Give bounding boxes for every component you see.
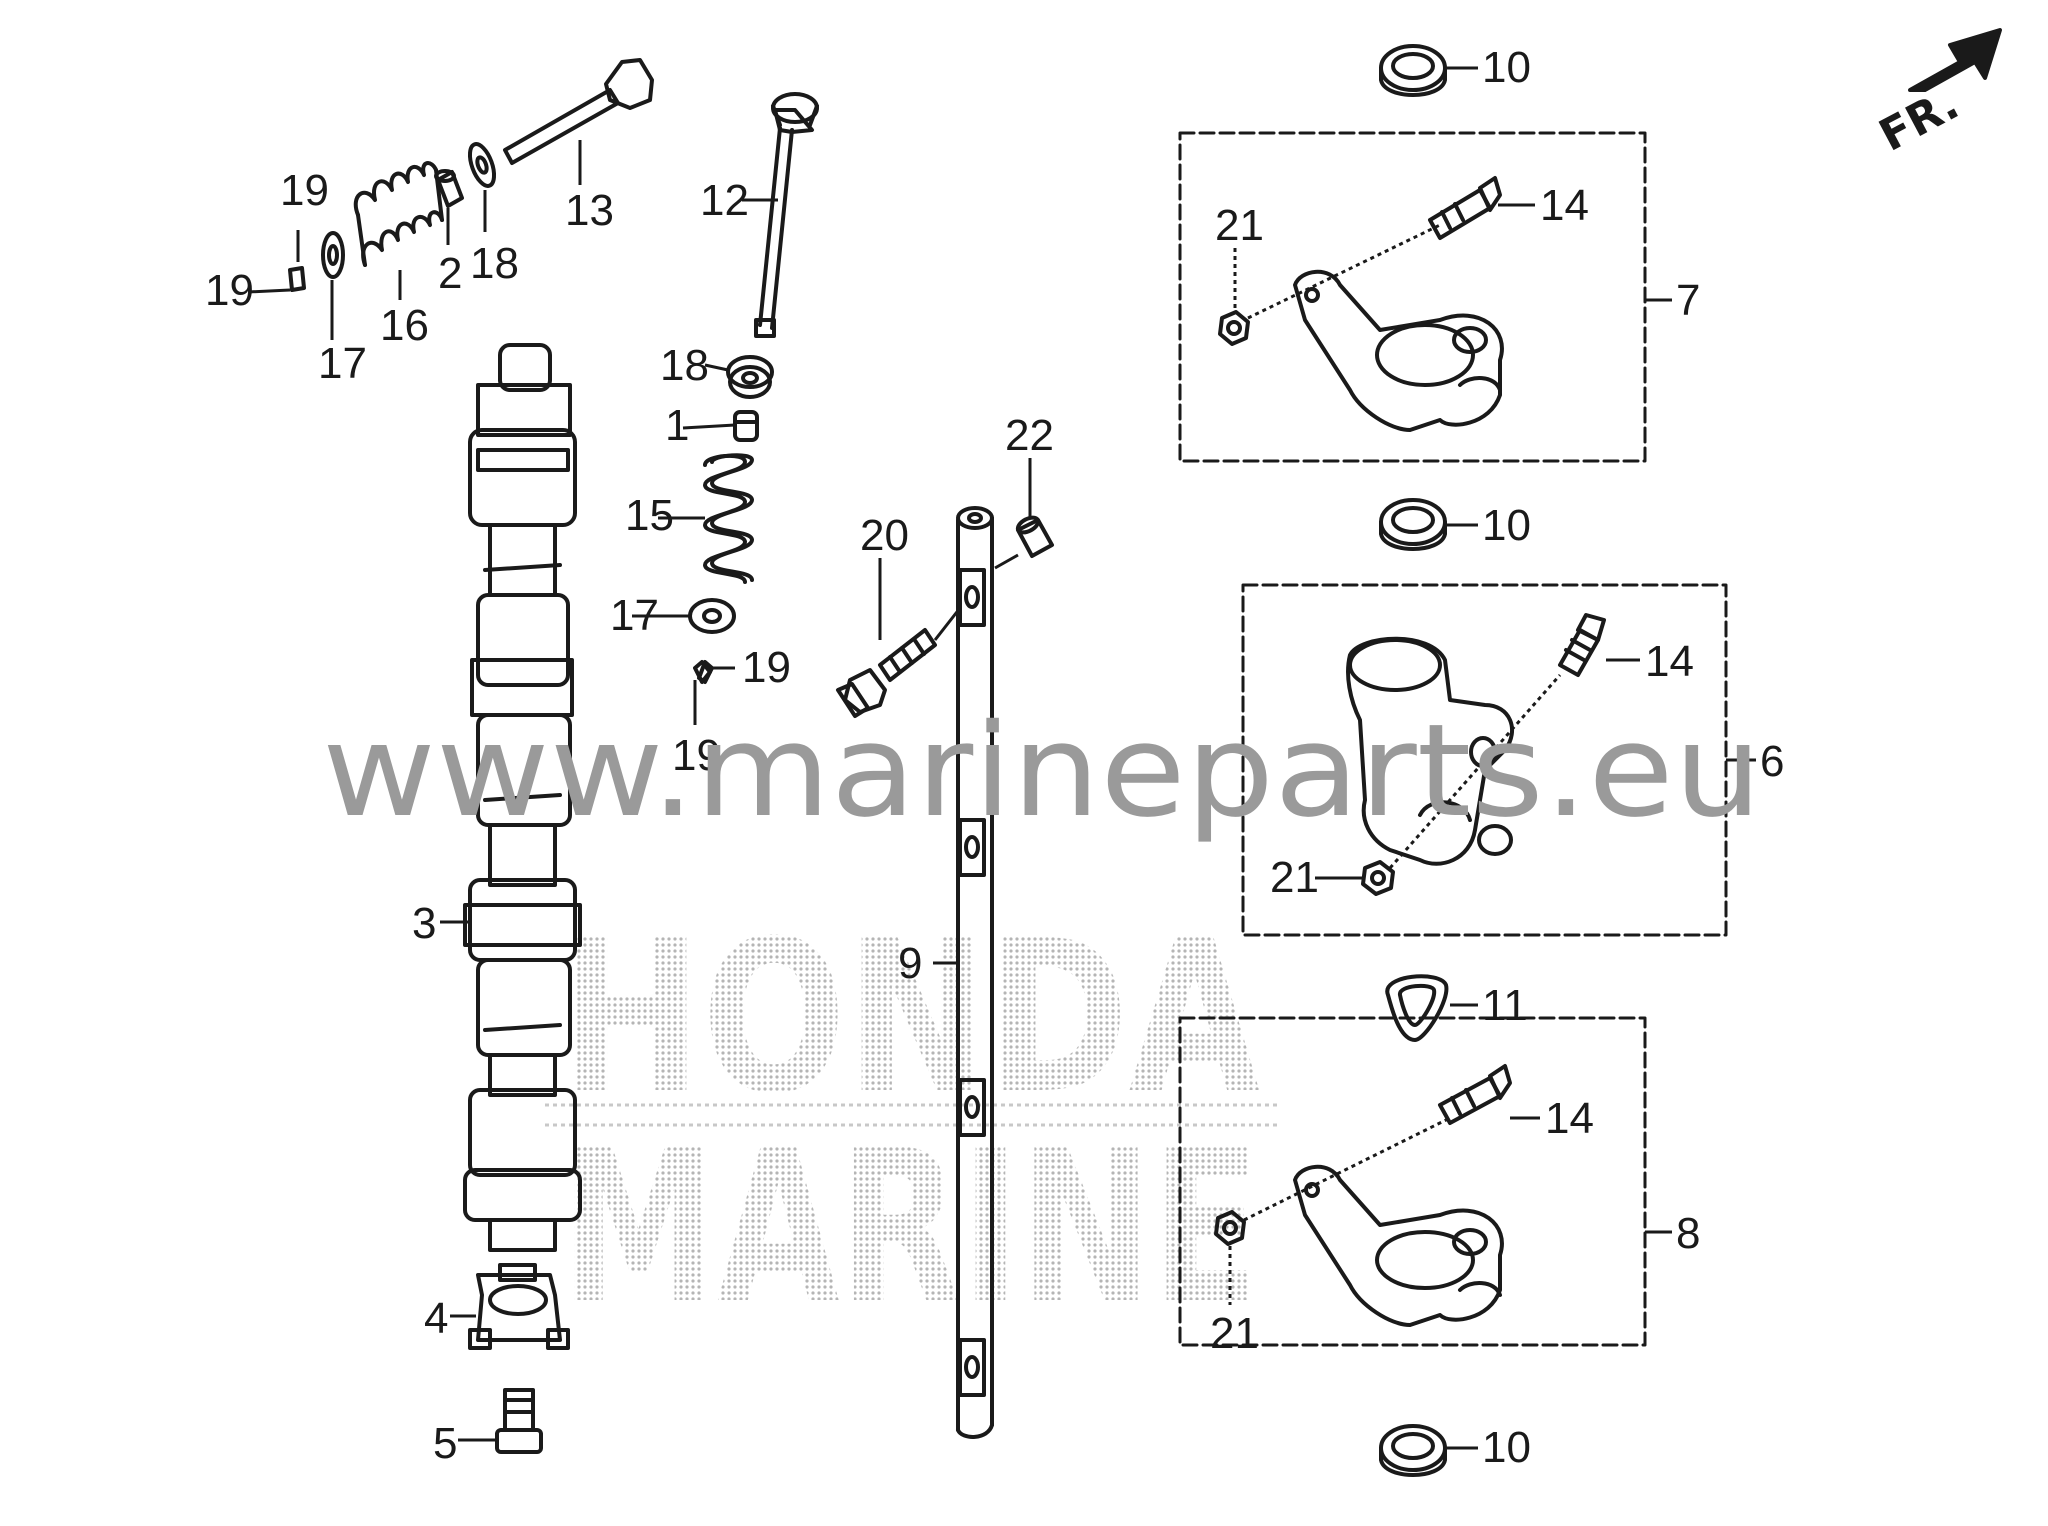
dowel-part-22 [1015,515,1054,558]
watermark-brand-line2: MARINE [560,1105,1260,1350]
bolt-part-5 [495,1388,543,1454]
valve-part-12 [754,92,819,338]
part-labels: 19 19 17 16 2 18 13 12 18 1 15 17 19 19 … [205,43,1784,1472]
label-15: 15 [625,491,674,540]
label-1: 1 [665,401,689,450]
label-14-box8: 14 [1545,1094,1594,1143]
label-7: 7 [1676,276,1700,325]
label-10-bottom: 10 [1482,1423,1531,1472]
spring-part-16 [353,161,444,267]
label-10-middle: 10 [1482,501,1531,550]
front-direction-arrow [1908,28,2002,92]
hub-part-4 [468,1263,570,1350]
front-direction-label: FR. [1871,78,1967,161]
retainer-part-18a [467,142,497,188]
label-21-box7: 21 [1215,201,1264,250]
label-3: 3 [412,899,436,948]
label-20: 20 [860,511,909,560]
seal-part-1 [733,410,759,442]
label-9: 9 [898,939,922,988]
label-6: 6 [1760,737,1784,786]
label-19-left: 19 [205,266,254,315]
label-5: 5 [433,1419,457,1468]
label-18-middle: 18 [660,341,709,390]
rocker-arm-assembly-8 [1178,1016,1647,1347]
watermark-url: www.marineparts.eu [322,697,1762,846]
label-21-box6: 21 [1270,853,1319,902]
rocker-shaft-part-9 [956,506,994,1439]
label-2: 2 [438,249,462,298]
leader-lines [247,66,1756,1450]
label-13: 13 [565,186,614,235]
label-11: 11 [1482,981,1528,1030]
oring-part-10c [1379,1424,1447,1477]
label-4: 4 [424,1294,448,1343]
label-19-below: 19 [672,731,721,780]
seal-part-11 [1385,974,1449,1042]
spring-part-15 [703,453,754,584]
cotter-part-19b [693,660,714,684]
label-19-top: 19 [280,166,329,215]
retainer-part-18b [726,355,774,399]
bolt-part-20 [836,628,937,718]
rocker-arm-assembly-6 [1241,583,1728,937]
cotter-part-19a [288,266,306,292]
label-22: 22 [1005,411,1054,460]
camshaft-part [463,343,582,1252]
label-10-top: 10 [1482,43,1531,92]
label-8: 8 [1676,1209,1700,1258]
spring-seat-17b [688,598,736,634]
label-14-box6: 14 [1645,637,1694,686]
honda-marine-watermark: HONDA MARINE [545,895,1280,1350]
label-21-box8: 21 [1210,1309,1259,1358]
rocker-arm-assembly-7 [1178,131,1647,463]
oring-part-10a [1379,44,1447,97]
label-18-upper: 18 [470,239,519,288]
label-19-right: 19 [742,643,791,692]
label-14-box7: 14 [1540,181,1589,230]
watermark-brand-line1: HONDA [560,895,1260,1140]
label-12: 12 [700,176,749,225]
spring-seat-17a [321,231,345,279]
label-17-upper: 17 [318,339,367,388]
oring-part-10b [1379,498,1447,551]
label-17-middle: 17 [610,591,659,640]
label-16: 16 [380,301,429,350]
valve-part-13 [503,58,654,165]
